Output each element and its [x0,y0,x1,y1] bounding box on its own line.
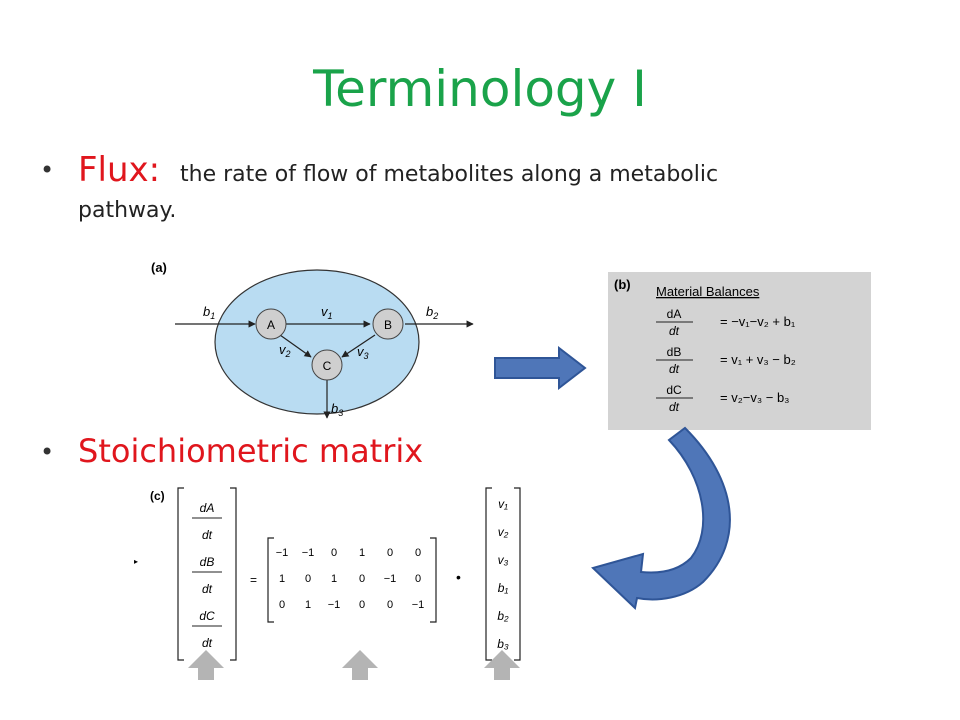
matrix-cell: 0 [387,547,393,559]
matrix-cell: 0 [331,547,337,559]
term-stoichiometric-matrix: Stoichiometric matrix [78,432,424,470]
matrix-cell: 1 [359,547,365,559]
vector-entry: b₁ [498,581,509,595]
svg-text:dt: dt [202,528,213,542]
arrow-v2 [279,334,312,358]
material-balances-panel [608,272,871,430]
curved-arrow [591,426,731,610]
label-v2: v2 [279,342,291,359]
matrix-cell: 0 [359,573,365,585]
stoichiometric-matrix: −1 −1 0 1 0 0 1 0 1 0 −1 0 0 1 −1 0 0 −1 [276,547,425,611]
material-balances-heading: Material Balances [656,284,760,299]
svg-text:dB: dB [667,345,682,359]
cell-compartment [214,269,420,415]
material-balances: (b) Material Balances dA dt = −v₁−v₂ + b… [614,277,796,414]
matrix-cell: 1 [279,573,285,585]
node-a: A [255,308,287,340]
vector-entry: b₃ [497,637,509,651]
node-b: B [372,308,404,340]
vector-entry: v₁ [498,497,508,511]
matrix-cell: 1 [305,599,311,611]
svg-text:= v₁ + v₃ − b₂: = v₁ + v₃ − b₂ [720,352,796,367]
up-arrow-vector [484,650,520,680]
lhs-entries: dA dt dB dt dC dt [192,501,222,650]
matrix-cell: 0 [305,573,311,585]
matrix-cell: 1 [331,573,337,585]
multiply-dot: • [456,569,461,585]
label-v3: v3 [357,344,369,361]
network-diagram: (a) A B C b1 v1 b2 v2 v3 b3 [151,260,474,419]
lhs-vector [177,487,237,661]
matrix-cell: 0 [279,599,285,611]
balance-row-b: dB dt = v₁ + v₃ − b₂ [656,345,796,376]
matrix-cell: 0 [415,547,421,559]
svg-text:A: A [267,318,275,332]
node-c: C [311,349,343,381]
matrix-cell: 0 [359,599,365,611]
svg-text:dt: dt [202,582,213,596]
balance-row-a: dA dt = −v₁−v₂ + b₁ [656,307,796,338]
svg-text:dC: dC [199,609,215,623]
balance-row-c: dC dt = v₂−v₃ − b₃ [656,383,789,414]
matrix-cell: −1 [412,599,425,611]
svg-text:dC: dC [666,383,682,397]
panel-a-label: (a) [151,260,167,275]
vector-entry: v₃ [498,553,509,567]
svg-text:B: B [384,318,392,332]
flux-vector-brackets [485,487,521,661]
svg-text:dA: dA [667,307,682,321]
small-marker: ▸ [134,557,138,566]
svg-text:dt: dt [669,362,680,376]
arrow-v3 [341,334,376,358]
svg-text:= −v₁−v₂ + b₁: = −v₁−v₂ + b₁ [720,314,796,329]
up-arrow-matrix [342,650,378,680]
flux-vector: v₁ v₂ v₃ b₁ b₂ b₃ [497,497,509,651]
svg-text:C: C [323,359,332,373]
label-b3: b3 [331,401,343,418]
svg-text:dA: dA [200,501,215,515]
bullet-dot: • [40,438,55,466]
matrix-brackets [267,537,437,623]
flux-definition-line1: the rate of flow of metabolites along a … [180,162,719,187]
label-b1: b1 [203,304,215,321]
panel-b-label: (b) [614,277,631,292]
matrix-cell: −1 [302,547,315,559]
vector-entry: b₂ [497,609,509,623]
up-arrow-lhs [188,650,224,680]
svg-text:dB: dB [200,555,215,569]
page-title: Terminology I [313,60,647,118]
svg-text:= v₂−v₃ − b₃: = v₂−v₃ − b₃ [720,390,789,405]
label-v1: v1 [321,304,333,321]
matrix-cell: 0 [387,599,393,611]
svg-text:dt: dt [202,636,213,650]
panel-c-label: (c) [150,489,165,503]
matrix-cell: −1 [384,573,397,585]
svg-text:dt: dt [669,400,680,414]
matrix-cell: −1 [276,547,289,559]
matrix-cell: −1 [328,599,341,611]
vector-entry: v₂ [498,525,509,539]
bullet-dot: • [40,156,55,184]
svg-text:dt: dt [669,324,680,338]
equals-sign: = [250,573,257,587]
label-b2: b2 [426,304,438,321]
term-flux: Flux: [78,150,161,190]
right-arrow [494,346,587,390]
flux-definition-line2: pathway. [78,198,177,223]
matrix-cell: 0 [415,573,421,585]
